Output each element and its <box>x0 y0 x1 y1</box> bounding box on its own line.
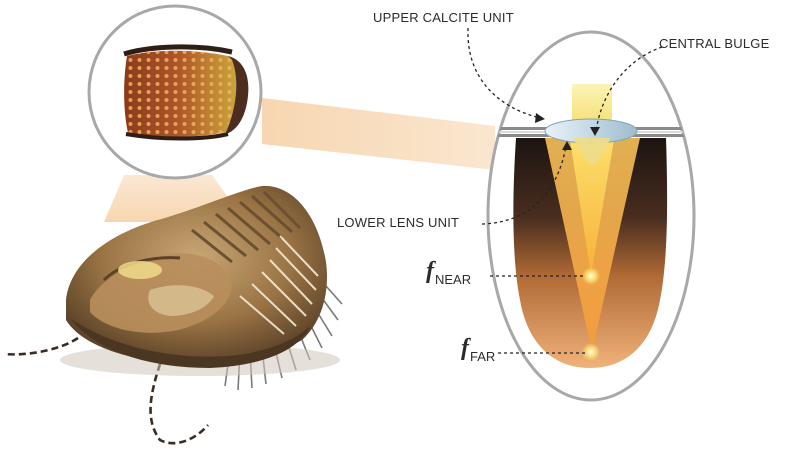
light-cone-inner <box>570 140 614 275</box>
central-bulge-shape <box>574 138 610 164</box>
f-far-symbol: f <box>461 335 469 361</box>
trilobite-illustration <box>3 185 343 445</box>
compound-eye-patch <box>123 44 249 141</box>
label-central-bulge: CENTRAL BULGE <box>659 36 770 51</box>
label-upper-calcite-unit: UPPER CALCITE UNIT <box>373 10 514 25</box>
f-far-subscript: FAR <box>470 349 496 364</box>
antenna-left <box>3 336 79 356</box>
magnifier-inset <box>87 4 263 180</box>
focal-point-far <box>582 343 600 361</box>
thorax-segments <box>191 190 302 264</box>
label-f-far: fFAR <box>461 335 496 364</box>
zoom-connector-upper <box>262 98 495 170</box>
leader-lines <box>467 27 663 354</box>
leader-central-bulge <box>595 46 663 133</box>
focal-point-near <box>582 267 600 285</box>
antenna-right <box>149 363 209 445</box>
f-near-symbol: f <box>426 258 434 284</box>
label-f-near: fNEAR <box>426 258 472 287</box>
lens-cross-section <box>486 30 696 402</box>
label-lower-lens-unit: LOWER LENS UNIT <box>337 215 460 230</box>
f-near-subscript: NEAR <box>435 272 472 287</box>
leader-arrowheads <box>535 113 600 150</box>
